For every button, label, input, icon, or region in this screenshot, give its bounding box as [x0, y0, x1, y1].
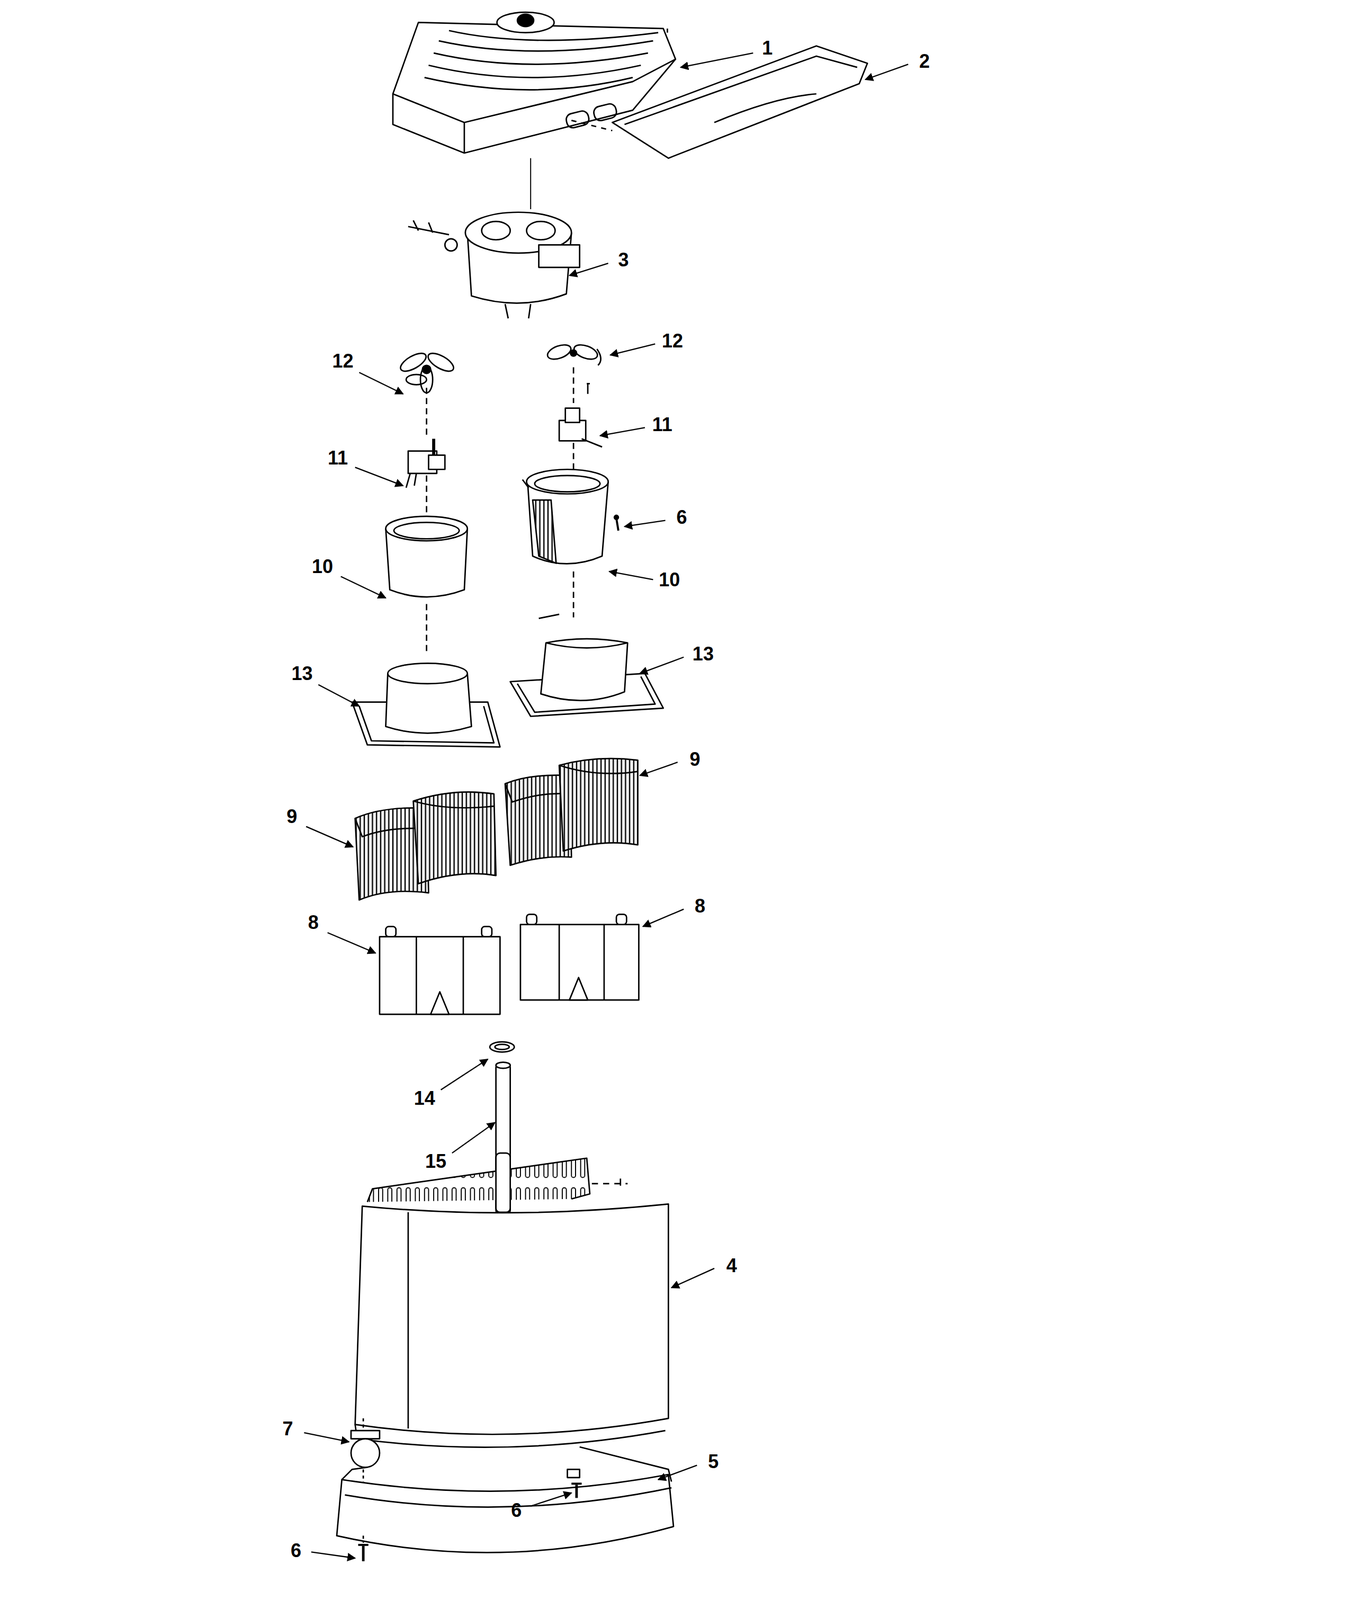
fan-blade: [545, 342, 601, 366]
callout-number: 3: [616, 249, 631, 271]
callout-number: 8: [306, 911, 321, 933]
callout-number: 12: [330, 350, 356, 372]
callout-number: 10: [310, 555, 335, 578]
caster: [351, 1417, 380, 1485]
wick-filter: [355, 791, 497, 900]
screw: [357, 1483, 582, 1561]
motor: [406, 387, 445, 488]
side-tray: [571, 46, 868, 159]
callout-number: 1: [760, 37, 775, 59]
callout-number: 2: [917, 50, 932, 73]
fan-blade: [397, 349, 456, 393]
callout-number: 15: [423, 1150, 448, 1172]
fan-shroud: [510, 638, 664, 716]
fan-shroud: [352, 662, 500, 747]
motor: [559, 367, 603, 447]
control-housing: [408, 158, 580, 319]
fan-cup: [385, 475, 468, 653]
float-ring: [489, 1041, 515, 1052]
callout-number: 9: [687, 748, 702, 770]
wick-filter: [505, 758, 639, 866]
callout-number: 12: [660, 330, 685, 352]
filter-tray: [379, 926, 500, 1014]
base-frame: [336, 1446, 674, 1552]
callout-number: 7: [280, 1417, 295, 1440]
leader-line: [303, 52, 909, 1558]
callout-number: 6: [509, 1499, 524, 1521]
water-tank: [355, 1152, 669, 1448]
callout-number: 8: [693, 895, 707, 917]
callout-number: 13: [690, 643, 716, 665]
callout-number: 6: [289, 1539, 303, 1561]
callout-number: 5: [706, 1450, 721, 1472]
callout-number: 13: [289, 662, 314, 685]
callout-number: 11: [326, 447, 350, 469]
callout-number: 6: [674, 506, 689, 528]
callout-number: 9: [284, 805, 299, 828]
callout-number: 10: [657, 569, 682, 591]
callout-number: 11: [650, 414, 675, 436]
filter-tray: [520, 913, 640, 1000]
fan-cup: [522, 442, 619, 618]
callout-number: 14: [412, 1087, 437, 1109]
callout-number: 4: [724, 1254, 739, 1277]
float-tube: [496, 1062, 511, 1215]
